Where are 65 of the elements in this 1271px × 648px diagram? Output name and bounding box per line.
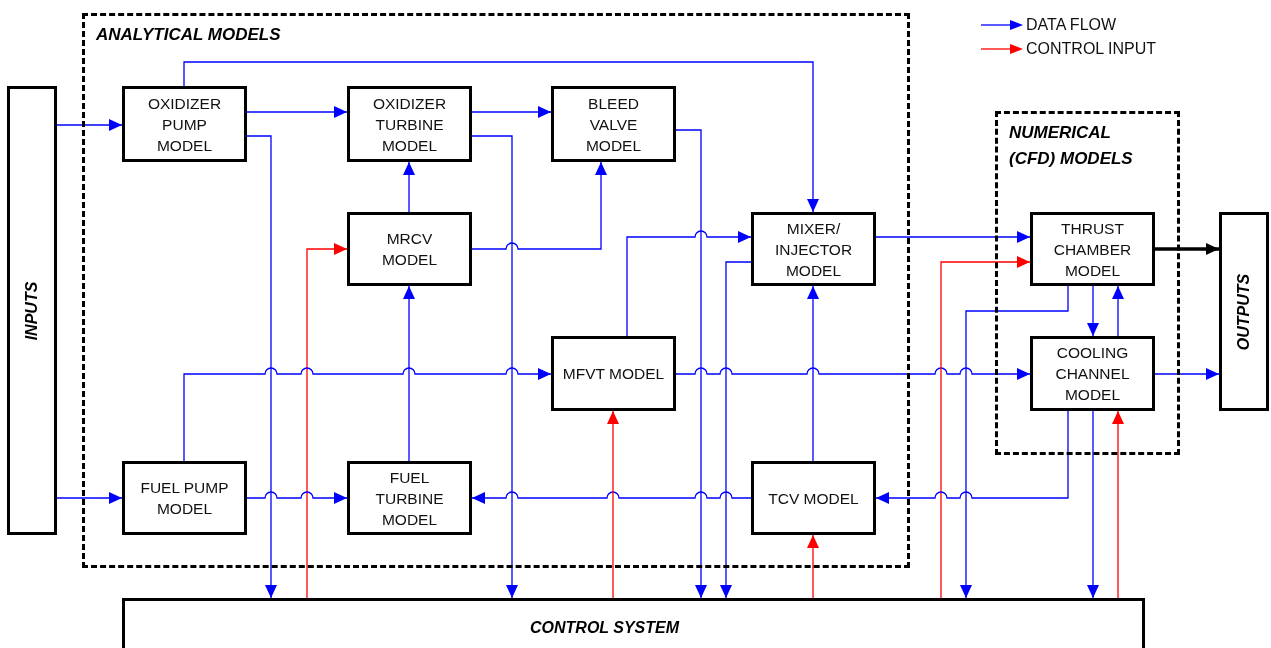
- model-box: [751, 212, 876, 286]
- arrow: [1154, 368, 1220, 380]
- dashed-group-box: [995, 111, 1180, 455]
- box-label: FUEL TURBINE MODEL: [374, 467, 445, 530]
- arrow: [56, 119, 123, 131]
- model-box: [551, 336, 676, 411]
- io-bar-box: [7, 86, 57, 535]
- arrow: [940, 256, 1031, 599]
- control-system-box: [122, 598, 1145, 648]
- arrow: [807, 285, 819, 462]
- io-bar-box: [1219, 212, 1269, 411]
- arrow: [626, 230, 752, 337]
- legend-label: DATA FLOW: [1026, 15, 1117, 35]
- box-label: FUEL PUMP MODEL: [139, 478, 230, 519]
- arrow: [1087, 285, 1099, 337]
- model-box: [551, 86, 676, 162]
- arrow: [403, 161, 415, 213]
- box-label: TCV MODEL: [768, 488, 859, 509]
- model-box: [1030, 336, 1155, 411]
- vertical-label: OUTPUTS: [1235, 273, 1253, 350]
- box-label: COOLING CHANNEL MODEL: [1054, 343, 1131, 405]
- legend-label: CONTROL INPUT: [1026, 39, 1157, 59]
- arrow: [56, 492, 123, 504]
- model-box: [347, 212, 472, 286]
- arrow: [1112, 285, 1124, 337]
- box-label: MIXER/ INJECTOR MODEL: [773, 218, 854, 281]
- box-label: OXIDIZER PUMP MODEL: [146, 93, 223, 156]
- group-title: ANALYTICAL MODELS: [96, 24, 281, 46]
- vertical-label: INPUTS: [23, 281, 41, 340]
- arrow: [403, 285, 415, 462]
- arrow: [306, 243, 348, 599]
- box-label: OXIDIZER TURBINE MODEL: [371, 93, 448, 156]
- arrow: [960, 285, 1069, 599]
- arrow: [675, 129, 707, 599]
- box-label: MRCV MODEL: [380, 229, 439, 270]
- model-box: [751, 461, 876, 535]
- arrow: [183, 367, 552, 462]
- arrow: [246, 135, 277, 599]
- box-label: BLEED VALVE MODEL: [584, 93, 643, 156]
- arrow: [471, 135, 518, 599]
- arrow: [1155, 243, 1219, 255]
- model-box: [1030, 212, 1155, 286]
- model-box: [347, 461, 472, 535]
- arrow: [246, 491, 348, 504]
- dashed-group-box: [82, 13, 910, 568]
- box-label: MFVT MODEL: [562, 364, 665, 384]
- arrow: [607, 410, 619, 599]
- arrow: [246, 106, 348, 118]
- arrow: [675, 367, 1031, 380]
- arrow: [183, 61, 819, 213]
- box-label: THRUST CHAMBER MODEL: [1052, 218, 1133, 281]
- group-title: NUMERICAL (CFD) MODELS: [1009, 122, 1134, 170]
- arrow: [471, 106, 552, 118]
- model-box: [122, 461, 247, 535]
- arrow: [807, 534, 819, 599]
- arrow: [471, 161, 607, 250]
- arrow: [875, 410, 1069, 504]
- model-box: [122, 86, 247, 162]
- arrow: [875, 231, 1031, 243]
- arrow: [1112, 410, 1124, 599]
- arrow: [471, 491, 752, 504]
- arrow: [720, 261, 752, 599]
- model-box: [347, 86, 472, 162]
- arrow: [1087, 410, 1099, 599]
- box-label: CONTROL SYSTEM: [530, 619, 680, 637]
